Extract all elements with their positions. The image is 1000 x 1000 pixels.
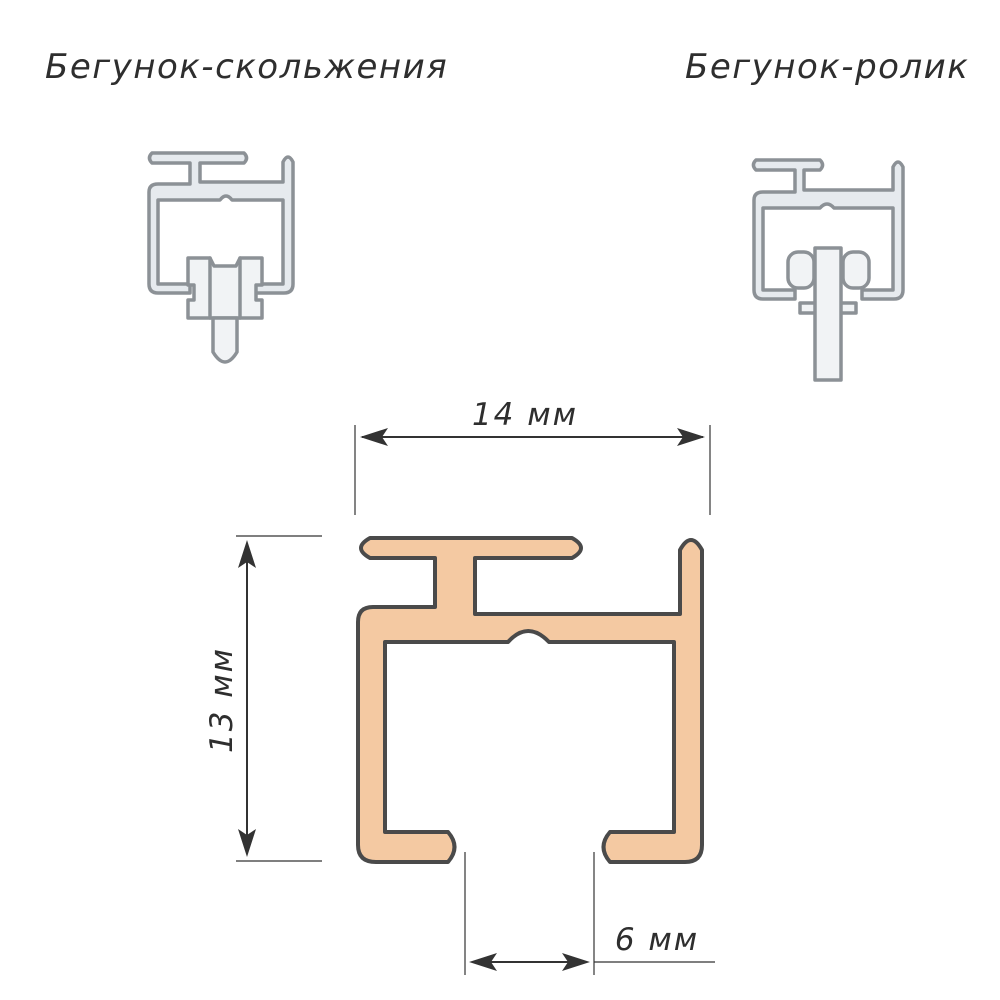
width-arrow-right <box>677 428 705 446</box>
width-label: 14 мм <box>472 397 578 433</box>
slider-runner-caption: Бегунок-скольжения <box>45 47 449 87</box>
roller-wheel-left <box>786 250 816 290</box>
height-dimension: 13 мм <box>204 535 322 862</box>
roller-wheel-right <box>841 250 871 290</box>
roller-stem <box>813 246 843 382</box>
slot-arrow-right <box>562 953 590 971</box>
height-arrow-bottom <box>238 829 256 857</box>
slot-label: 6 мм <box>615 922 699 958</box>
roller-rail-outline <box>751 158 905 301</box>
slot-dimension: 6 мм <box>464 852 715 975</box>
slider-carriage <box>186 256 264 320</box>
roller-runner-caption: Бегунок-ролик <box>685 47 970 87</box>
height-label: 13 мм <box>204 647 240 753</box>
width-arrow-left <box>360 428 388 446</box>
slider-pin <box>211 316 239 364</box>
width-dimension: 14 мм <box>354 397 711 515</box>
slot-arrow-left <box>469 953 497 971</box>
rail-profile <box>356 536 704 864</box>
slider-runner-diagram <box>147 151 295 364</box>
height-arrow-top <box>238 540 256 568</box>
roller-runner-diagram <box>751 158 905 382</box>
slider-rail-outline <box>147 151 295 295</box>
